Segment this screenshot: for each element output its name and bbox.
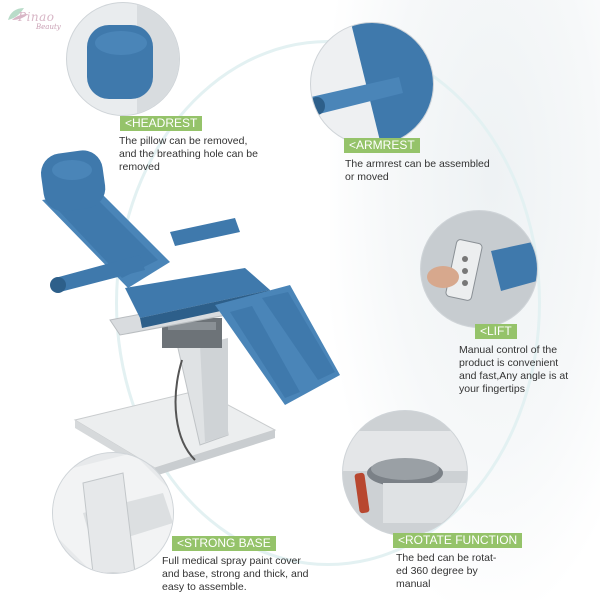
- headrest-detail-image: [66, 2, 180, 116]
- lift-line: Manual control of the: [459, 344, 558, 356]
- strong-base-line: easy to assemble.: [162, 581, 247, 593]
- rotate-function-line: manual: [396, 578, 431, 590]
- headrest-line: and the breathing hole can be: [119, 148, 258, 160]
- strong-base-desc: Full medical spray paint cover and base,…: [162, 555, 309, 594]
- lift-tag: <LIFT: [475, 324, 517, 339]
- armrest-desc: The armrest can be assembled or moved: [345, 158, 490, 184]
- rotate-function-line: The bed can be rotat-: [396, 552, 497, 564]
- strong-base-tag: <STRONG BASE: [172, 536, 276, 551]
- lift-line: product is convenient: [459, 357, 559, 369]
- headrest-tag: <HEADREST: [120, 116, 203, 131]
- rotate-function-desc: The bed can be rotat- ed 360 degree by m…: [396, 552, 496, 591]
- armrest-detail-image: [310, 22, 434, 146]
- headrest-line: The pillow can be removed,: [119, 135, 248, 147]
- brand-logo: Pinao Beauty: [4, 4, 84, 31]
- lift-detail-image: [420, 210, 538, 328]
- armrest-line: or moved: [345, 171, 389, 183]
- lift-line: and fast,Any angle is at: [459, 370, 569, 382]
- brand-sub: Beauty: [36, 23, 61, 31]
- rotate-function-tag: <ROTATE FUNCTION: [393, 533, 523, 548]
- strong-base-line: and base, strong and thick, and: [162, 568, 309, 580]
- brand-name: Pinao: [18, 10, 55, 24]
- base-detail-image: [52, 452, 174, 574]
- strong-base-line: Full medical spray paint cover: [162, 555, 301, 567]
- headrest-desc: The pillow can be removed, and the breat…: [119, 135, 258, 174]
- lift-desc: Manual control of the product is conveni…: [459, 344, 568, 396]
- rotate-function-line: ed 360 degree by: [396, 565, 478, 577]
- rotate-detail-image: [342, 410, 468, 536]
- armrest-line: The armrest can be assembled: [345, 158, 490, 170]
- lift-line: your fingertips: [459, 383, 525, 395]
- leaf-icon: [8, 8, 28, 20]
- armrest-tag: <ARMREST: [344, 138, 420, 153]
- headrest-line: removed: [119, 161, 160, 173]
